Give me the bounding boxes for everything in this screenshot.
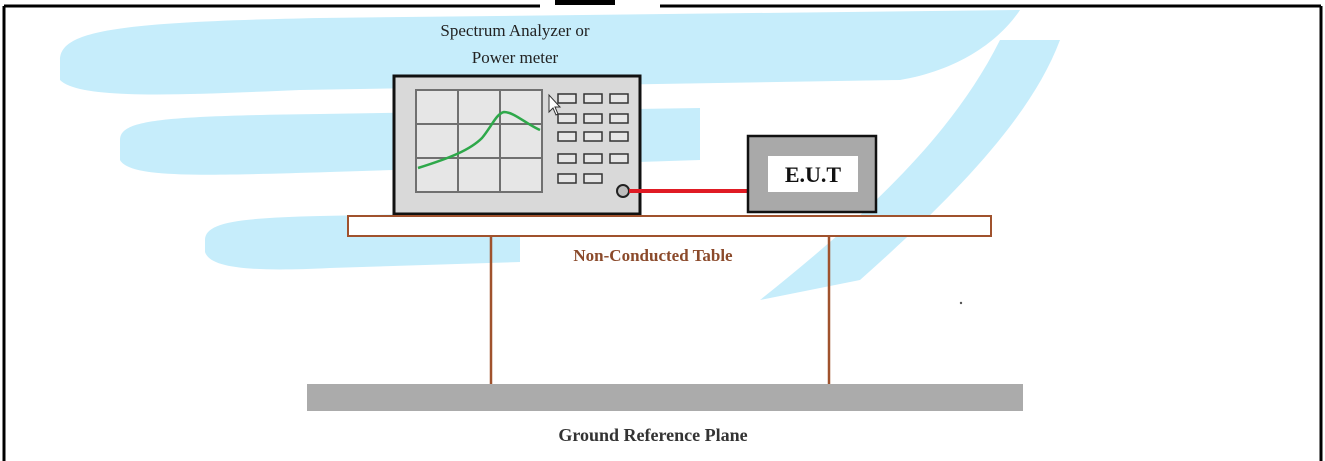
keypad-button	[557, 131, 577, 142]
keypad-button	[583, 131, 603, 142]
keypad-button	[609, 153, 629, 164]
non-conducted-table: Non-Conducted Table	[347, 215, 992, 384]
eut-label-plate	[768, 156, 858, 192]
rf-input-port	[616, 184, 630, 198]
keypad-button	[583, 113, 603, 124]
eut-label: E.U.T	[785, 162, 842, 187]
analyzer-keypad	[557, 93, 629, 184]
table-top	[347, 215, 992, 237]
keypad-button	[557, 93, 577, 104]
ground-reference-plane: Ground Reference Plane	[307, 384, 1023, 445]
keypad-button	[583, 173, 603, 184]
ground-label: Ground Reference Plane	[558, 425, 747, 445]
keypad-button	[557, 113, 577, 124]
keypad-button	[609, 131, 629, 142]
eut-device: E.U.T	[746, 134, 878, 214]
instrument-label-line1: Spectrum Analyzer or	[440, 21, 590, 40]
keypad-button	[609, 113, 629, 124]
keypad-button	[583, 93, 603, 104]
watermark-stroke-1	[60, 10, 1020, 95]
instrument-label-line2: Power meter	[472, 48, 559, 67]
stray-dot	[959, 301, 963, 305]
mouse-pointer-icon	[548, 93, 562, 116]
keypad-button	[583, 153, 603, 164]
watermark-stroke-4	[760, 40, 1060, 300]
keypad-button	[557, 153, 577, 164]
analyzer-screen	[415, 89, 543, 193]
table-label: Non-Conducted Table	[573, 246, 733, 265]
ground-plane-bar	[307, 384, 1023, 411]
spectrum-analyzer	[392, 74, 642, 216]
keypad-button	[557, 173, 577, 184]
spectrum-trace	[417, 110, 541, 170]
keypad-button	[609, 93, 629, 104]
